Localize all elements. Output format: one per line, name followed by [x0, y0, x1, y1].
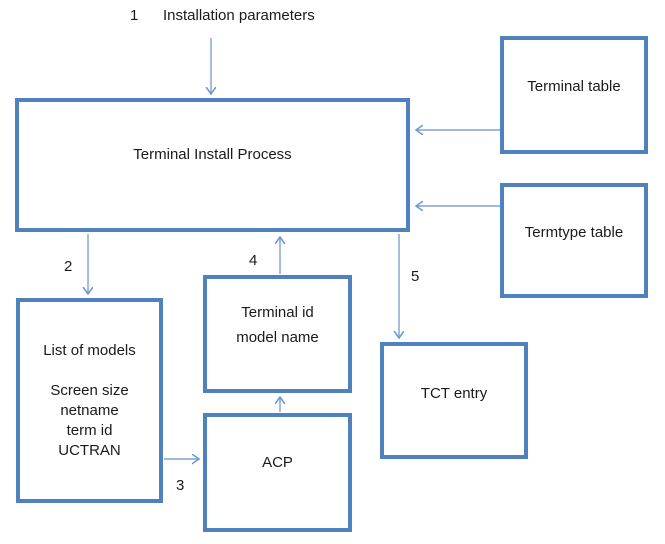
box-acp-label: ACP: [262, 454, 293, 471]
box-list-of-models: List of models Screen size netname term …: [16, 298, 163, 503]
list-of-models-line: Screen size: [50, 381, 129, 399]
terminal-id-line: model name: [236, 328, 319, 346]
list-of-models-line: List of models: [43, 341, 136, 359]
step3-number: 3: [176, 477, 185, 494]
list-of-models-line: netname: [60, 401, 119, 419]
list-of-models-line: UCTRAN: [58, 441, 121, 459]
box-termtype-table: Termtype table: [500, 183, 648, 298]
box-terminal-table-label: Terminal table: [527, 78, 621, 95]
box-tct-entry-label: TCT entry: [420, 384, 488, 402]
step4-number: 4: [249, 252, 258, 269]
box-terminal-install-process-label: Terminal Install Process: [133, 146, 292, 163]
box-tct-entry: TCT entry: [380, 342, 528, 459]
box-terminal-table: Terminal table: [500, 36, 648, 154]
step5-number: 5: [411, 268, 420, 285]
box-terminal-id-model-name: Terminal id model name: [203, 275, 352, 393]
step1-text: Installation parameters: [163, 7, 315, 24]
step2-number: 2: [64, 258, 73, 275]
step1-number: 1: [130, 7, 139, 24]
terminal-id-line: Terminal id: [241, 303, 314, 321]
box-termtype-table-label: Termtype table: [524, 224, 624, 241]
box-terminal-install-process: Terminal Install Process: [15, 98, 410, 232]
box-acp: ACP: [203, 413, 352, 532]
step1-label: 1 Installation parameters: [130, 7, 315, 24]
list-of-models-line: term id: [66, 421, 113, 439]
